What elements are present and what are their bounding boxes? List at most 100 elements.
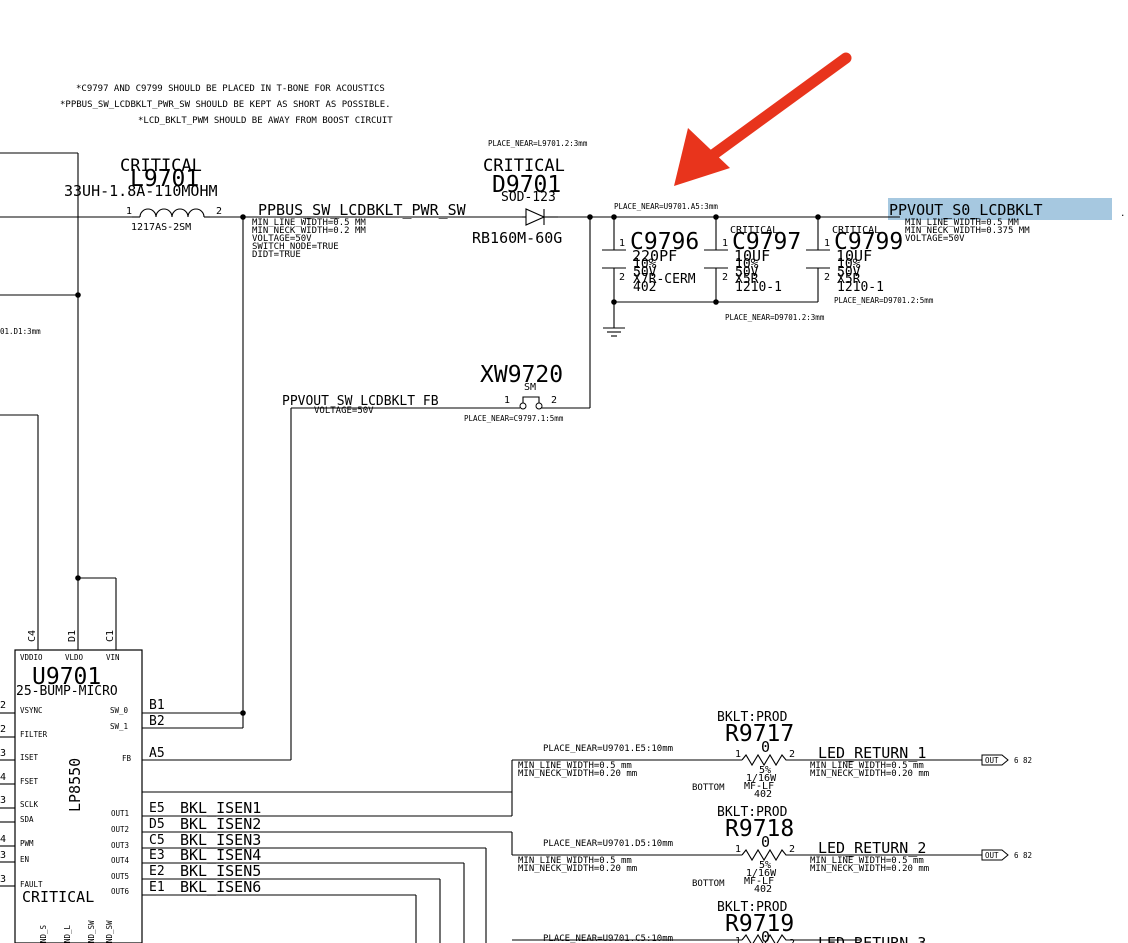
res-pkg: MF-LF — [744, 781, 774, 792]
ic-bottom-pin: ND_SW — [87, 920, 96, 943]
ic-left-label: EN — [20, 855, 29, 864]
diode-part: RB160M-60G — [472, 229, 562, 247]
res-value: 0 — [761, 928, 770, 943]
net-out-dot: . — [1120, 209, 1125, 219]
ic-right-label: OUT6 — [111, 887, 130, 896]
place-near-e5: PLACE_NEAR=U9701.E5:10mm — [543, 744, 673, 754]
res-refdes: R9717 — [725, 721, 794, 747]
ic-left-label: FAULT — [20, 880, 43, 889]
res-side: BOTTOM — [692, 879, 725, 889]
net-pwr-sw-prop-1: MIN_LINE_WIDTH=0.5 MM — [252, 218, 366, 228]
ic-top-ball: D1 — [67, 630, 78, 642]
net-fb-voltage: VOLTAGE=50V — [314, 406, 374, 416]
ic-left-num: 4 — [0, 834, 6, 845]
capacitor-c9799[interactable]: CRITICAL 1 2 C9799 10UF 10% 50V X5R 1210… — [806, 225, 903, 295]
net-pwr-sw-prop-4: SWITCH_NODE=TRUE — [252, 242, 339, 252]
r9717-in-prop-1: MIN_LINE_WIDTH=0.5 mm — [518, 761, 632, 771]
ic-right-ball: C5 — [149, 833, 165, 848]
note-3: *LCD_BKLT_PWM SHOULD BE AWAY FROM BOOST … — [138, 116, 393, 126]
cap-pin1: 1 — [722, 238, 728, 249]
place-near-c5: PLACE_NEAR=U9701.C5:10mm — [543, 934, 673, 943]
cap-line-1: 10% — [837, 257, 861, 272]
resistor-r9718[interactable]: BKLT:PROD R9718 0 1 2 5% 1/16W BOTTOM MF… — [692, 805, 795, 895]
xw-pin2: 2 — [551, 395, 557, 406]
res-tag: BKLT:PROD — [717, 900, 788, 915]
xw-type: SM — [524, 382, 536, 393]
cap-line-4: 1210-1 — [837, 280, 884, 295]
diode-d9701[interactable]: CRITICAL D9701 SOD-123 RB160M-60G — [472, 156, 565, 247]
offpage-label: OUT — [985, 851, 999, 860]
ic-right-ball: D5 — [149, 817, 165, 832]
resistor-r9717[interactable]: BKLT:PROD R9717 0 1 2 5% 1/16W BOTTOM MF… — [692, 710, 795, 800]
cap-value: 10UF — [734, 247, 770, 265]
res-size: 402 — [754, 789, 772, 800]
net-isen4: BKL_ISEN4 — [180, 846, 261, 864]
ic-right-label: SW_0 — [110, 706, 129, 715]
capacitor-c9796[interactable]: 1 2 C9796 220PF 10% 50V X7R-CERM 402 — [602, 229, 699, 295]
xw-pad-icon — [535, 402, 543, 410]
ic-part: LP8550 — [66, 758, 84, 812]
cap-line-3: X5R — [837, 272, 861, 287]
cap-value: 10UF — [836, 247, 872, 265]
place-near-l9701: PLACE_NEAR=L9701.2:3mm — [488, 139, 588, 148]
strap-xw9720[interactable]: XW9720 SM 1 2 PLACE_NEAR=C9797.1:5mm — [464, 362, 564, 423]
cap-pin2: 2 — [824, 272, 830, 283]
diode-icon — [525, 208, 546, 226]
cap-line-4: 402 — [633, 280, 656, 295]
resistor-r9719[interactable]: BKLT:PROD R9719 0 1 2 — [717, 900, 795, 943]
r9719-net: LED_RETURN_3 — [818, 934, 926, 943]
res-power: 1/16W — [746, 868, 777, 879]
offpage-label: OUT — [985, 756, 999, 765]
place-near-d9701-b: PLACE_NEAR=D9701.2:3mm — [725, 313, 825, 322]
ic-left-num: 3 — [0, 850, 6, 861]
net-pwr-sw-prop-2: MIN_NECK_WIDTH=0.2 MM — [252, 226, 366, 236]
res-tol: 5% — [759, 860, 771, 871]
res-pin2: 2 — [789, 844, 795, 855]
ic-left-label: VSYNC — [20, 706, 43, 715]
offpage-connector-1[interactable]: OUT 6 82 — [981, 754, 1032, 766]
place-near-d5: PLACE_NEAR=U9701.D5:10mm — [543, 839, 673, 849]
capacitor-c9797[interactable]: CRITICAL 1 2 C9797 10UF 10% 50V X5R 1210… — [704, 225, 801, 295]
res-pin1: 1 — [735, 749, 741, 760]
res-tag: BKLT:PROD — [717, 710, 788, 725]
net-fb-name: PPVOUT_SW_LCDBKLT_FB — [282, 394, 439, 409]
inductor-l9701[interactable]: CRITICAL L9701 33UH-1.8A-110MOHM 1 2 121… — [64, 156, 222, 233]
diode-refdes: D9701 — [492, 172, 561, 198]
ic-right-label: OUT4 — [111, 856, 130, 865]
cap-pin2: 2 — [619, 272, 625, 283]
place-near-d9701-a: PLACE_NEAR=D9701.2:5mm — [834, 296, 934, 305]
net-out-name[interactable]: PPVOUT_S0_LCDBKLT — [889, 201, 1043, 219]
xw-pin1: 1 — [504, 395, 510, 406]
ic-left-label: PWM — [20, 839, 34, 848]
diode-critical: CRITICAL — [483, 156, 565, 176]
ic-critical: CRITICAL — [22, 888, 94, 906]
cap-value: 220PF — [632, 247, 677, 265]
resistor-zigzag-icon — [741, 933, 792, 943]
ic-top-ball: C1 — [105, 630, 116, 642]
r9718-in-prop-2: MIN_NECK_WIDTH=0.20 mm — [518, 864, 637, 874]
res-refdes: R9718 — [725, 816, 794, 842]
ic-u9701[interactable]: U9701 25-BUMP-MICRO LP8550 CRITICAL VDDI… — [0, 630, 165, 943]
res-size: 402 — [754, 884, 772, 895]
ic-left-label: SCLK — [20, 800, 39, 809]
cap-critical: CRITICAL — [832, 225, 880, 236]
ic-left-num: 3 — [0, 795, 6, 806]
r9717-in-prop-2: MIN_NECK_WIDTH=0.20 mm — [518, 769, 637, 779]
ic-left-label: SDA — [20, 815, 34, 824]
ic-right-ball: B1 — [149, 698, 165, 713]
net-isen5: BKL_ISEN5 — [180, 862, 261, 880]
ic-bottom-pin: ND_S — [39, 924, 48, 943]
ic-right-ball: B2 — [149, 714, 165, 729]
cap-line-4: 1210-1 — [735, 280, 782, 295]
cap-critical: CRITICAL — [730, 225, 778, 236]
inductor-footprint: 1217AS-2SM — [131, 222, 191, 233]
ic-right-ball: E1 — [149, 880, 165, 895]
note-1: *C9797 AND C9799 SHOULD BE PLACED IN T-B… — [76, 84, 385, 94]
net-highlight — [888, 198, 1112, 220]
ic-bottom-pin: ND_L — [63, 924, 72, 943]
cap-pin2: 2 — [722, 272, 728, 283]
r9717-out-prop-1: MIN_LINE_WIDTH=0.5 mm — [810, 761, 924, 771]
cap-line-1: 10% — [633, 257, 657, 272]
offpage-connector-2[interactable]: OUT 6 82 — [981, 849, 1032, 861]
cap-pin1: 1 — [824, 238, 830, 249]
